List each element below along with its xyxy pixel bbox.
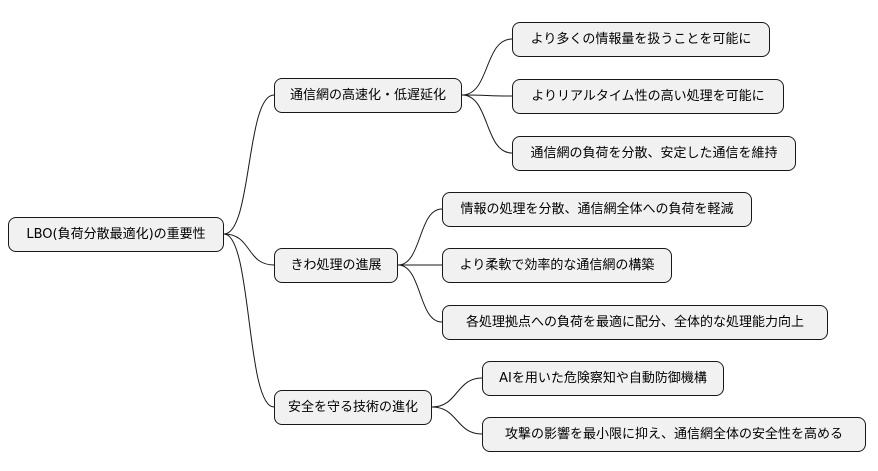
branch-node-security-tech: 安全を守る技術の進化 bbox=[274, 390, 432, 425]
connector-branch-2-leaf-1 bbox=[431, 406, 483, 435]
branch-node-edge-processing: きわ処理の進展 bbox=[274, 248, 398, 283]
connector-root-branch-1 bbox=[223, 233, 275, 266]
connector-root-branch-2 bbox=[223, 233, 275, 408]
connector-branch-0-leaf-1 bbox=[461, 94, 513, 97]
root-node: LBO(負荷分散最適化)の重要性 bbox=[8, 217, 224, 252]
leaf-node: より多くの情報量を扱うことを可能に bbox=[512, 22, 770, 57]
leaf-node: より柔軟で効率的な通信網の構築 bbox=[442, 248, 672, 283]
branch-node-network-speed: 通信網の高速化・低遅延化 bbox=[274, 78, 462, 113]
leaf-node: 情報の処理を分散、通信網全体への負荷を軽減 bbox=[442, 192, 752, 227]
leaf-node: 各処理拠点への負荷を最適に配分、全体的な処理能力向上 bbox=[442, 305, 828, 340]
leaf-node: AIを用いた危険察知や自動防御機構 bbox=[482, 361, 724, 396]
connector-branch-1-leaf-0 bbox=[397, 208, 443, 266]
leaf-node: よりリアルタイム性の高い処理を可能に bbox=[512, 79, 784, 114]
leaf-node: 通信網の負荷を分散、安定した通信を維持 bbox=[512, 136, 796, 171]
connector-branch-1-leaf-2 bbox=[397, 264, 443, 323]
connector-root-branch-0 bbox=[223, 94, 275, 235]
leaf-node: 攻撃の影響を最小限に抑え、通信網全体の安全性を高める bbox=[482, 417, 866, 452]
connector-branch-0-leaf-2 bbox=[461, 94, 513, 154]
connector-branch-2-leaf-0 bbox=[431, 377, 483, 408]
connector-branch-0-leaf-0 bbox=[461, 38, 513, 96]
